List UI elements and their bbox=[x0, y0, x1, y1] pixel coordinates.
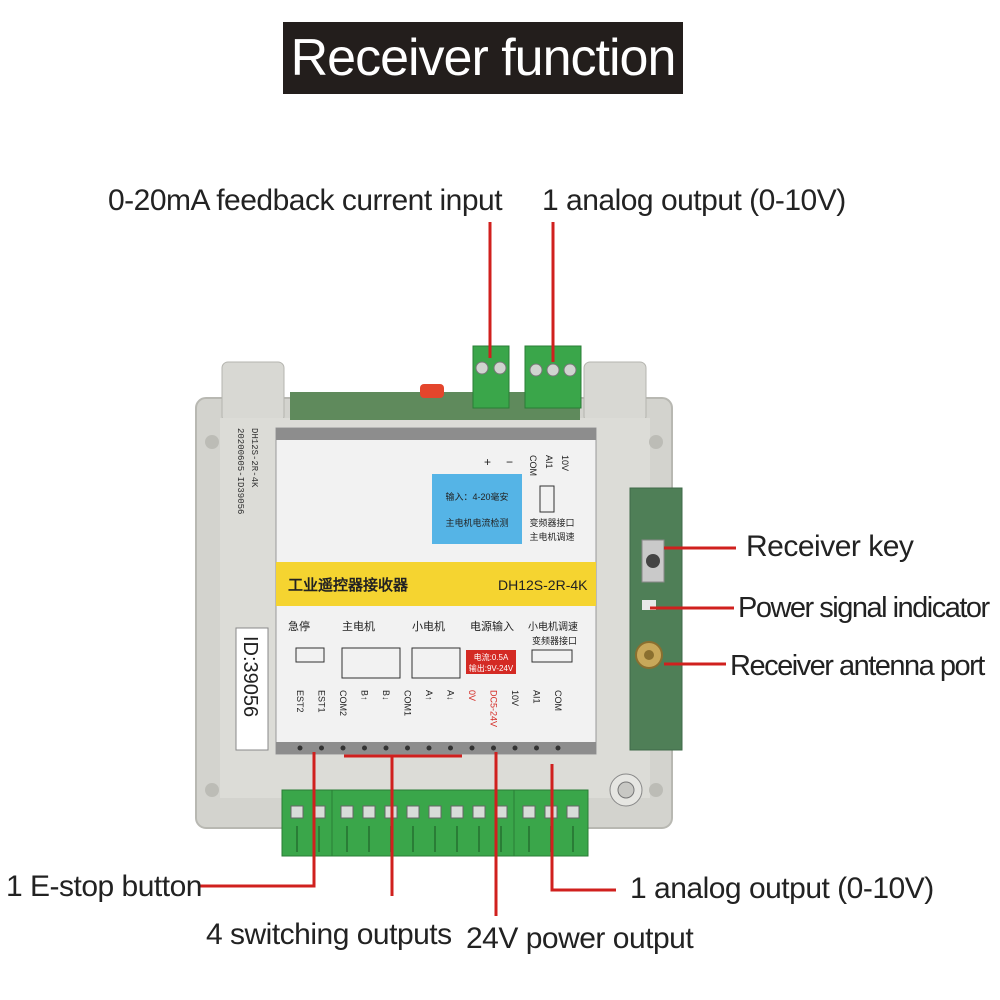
section-sub: 变频器接口 bbox=[532, 635, 577, 646]
bottom-terminal-label: COM bbox=[553, 690, 563, 711]
blue-box-line1: 输入：4-20毫安 bbox=[445, 491, 508, 502]
svg-text:−: − bbox=[506, 455, 513, 469]
callout-feedback-input: 0-20mA feedback current input bbox=[108, 184, 503, 217]
page-title: Receiver function bbox=[283, 22, 683, 94]
bottom-terminal-label: EST1 bbox=[317, 690, 327, 713]
screw-terminal bbox=[522, 805, 536, 819]
callout-power-output: 24V power output bbox=[466, 922, 694, 955]
bottom-terminal-label: A↓ bbox=[446, 690, 456, 701]
callout-power-indicator: Power signal indicator bbox=[738, 592, 990, 624]
power-spec2: 输出:9V-24V bbox=[469, 663, 514, 673]
screw-terminal bbox=[472, 805, 486, 819]
bottom-terminal-label: 10V bbox=[510, 690, 520, 706]
bottom-terminal-label: AI1 bbox=[532, 690, 542, 704]
svg-text:+: + bbox=[484, 455, 491, 469]
section-power-in: 电源输入 bbox=[470, 619, 514, 633]
power-spec1: 电流:0.5A bbox=[474, 652, 509, 662]
bottom-terminal-label: DC5-24V bbox=[489, 690, 499, 727]
top-terminal-10v: 10V bbox=[560, 455, 570, 471]
callout-analog-output-bottom: 1 analog output (0-10V) bbox=[630, 872, 934, 905]
bottom-terminal-label: B↓ bbox=[381, 690, 391, 701]
top-right-caption2: 主电机调速 bbox=[529, 531, 574, 542]
bottom-terminal-label: B↑ bbox=[360, 690, 370, 701]
screw-terminal bbox=[340, 805, 354, 819]
callout-switching-outputs: 4 switching outputs bbox=[206, 918, 452, 951]
side-pcb bbox=[629, 487, 683, 751]
section-small-motor: 小电机 bbox=[412, 619, 445, 633]
callout-lines bbox=[200, 222, 736, 916]
section-estop: 急停 bbox=[288, 619, 310, 633]
screw-terminal bbox=[290, 805, 304, 819]
bottom-terminal-block bbox=[281, 789, 589, 857]
device-name-cn: 工业遥控器接收器 bbox=[288, 576, 409, 594]
screw-terminal bbox=[566, 805, 580, 819]
blue-box-line2: 主电机电流检测 bbox=[445, 517, 508, 528]
bottom-terminal-label: COM1 bbox=[403, 690, 413, 716]
screw-terminal bbox=[362, 805, 376, 819]
label-panel: 输入：4-20毫安 主电机电流检测 + − COM AI1 10V 变频器接口 … bbox=[235, 427, 597, 755]
sticker-line1: 20200605-ID39056 bbox=[235, 428, 245, 514]
sticker-line2: DH12S-2R-4K bbox=[249, 428, 259, 488]
bottom-terminal-label: A↑ bbox=[424, 690, 434, 701]
bottom-terminal-label: COM2 bbox=[338, 690, 348, 716]
top-terminal-com: COM bbox=[528, 455, 538, 476]
bottom-terminal-label: 0V bbox=[467, 690, 477, 701]
callout-estop: 1 E-stop button bbox=[6, 870, 202, 903]
top-right-caption1: 变频器接口 bbox=[529, 517, 574, 528]
section-small-motor-speed: 小电机调速 bbox=[528, 620, 578, 633]
callout-analog-output-top: 1 analog output (0-10V) bbox=[542, 184, 846, 217]
screw-terminal bbox=[428, 805, 442, 819]
id-text: ID:39056 bbox=[239, 636, 261, 717]
callout-receiver-key: Receiver key bbox=[746, 530, 914, 563]
top-terminal-ai1: AI1 bbox=[544, 455, 554, 469]
screw-terminal bbox=[406, 805, 420, 819]
device-model: DH12S-2R-4K bbox=[498, 577, 588, 593]
callout-antenna-port: Receiver antenna port bbox=[730, 650, 985, 682]
section-main-motor: 主电机 bbox=[342, 619, 375, 633]
bottom-terminal-label: EST2 bbox=[295, 690, 305, 713]
top-terminal-blocks bbox=[472, 345, 582, 409]
screw-terminal bbox=[450, 805, 464, 819]
